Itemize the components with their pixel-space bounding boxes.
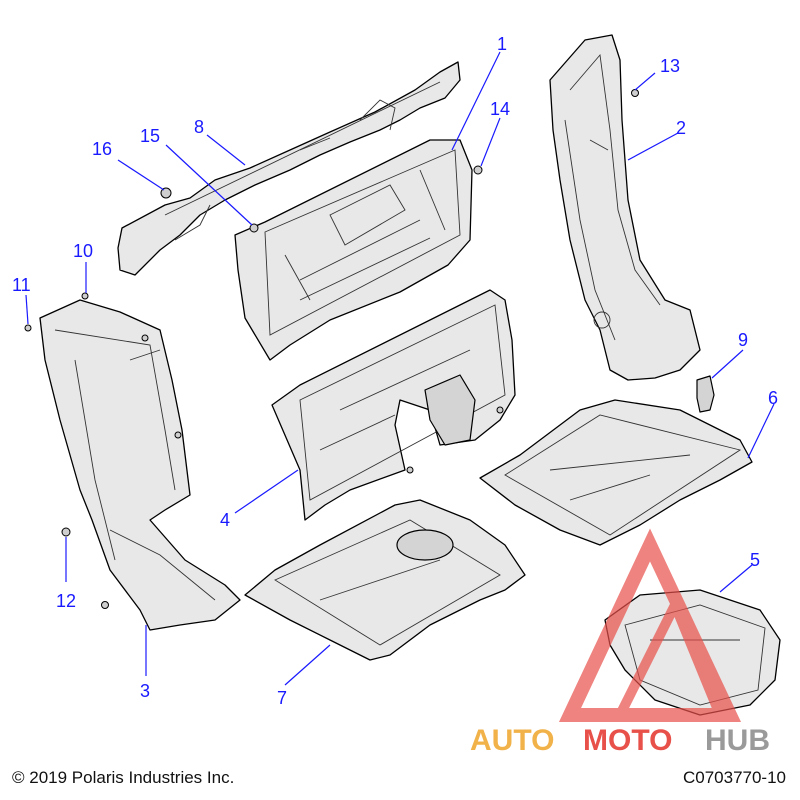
callout-16: 16 bbox=[92, 139, 112, 159]
callout-labels: 1 2 3 4 5 6 7 8 9 10 11 12 13 14 15 16 bbox=[12, 34, 778, 708]
callout-4: 4 bbox=[220, 510, 230, 530]
leader-lines bbox=[25, 51, 775, 686]
part-4-lower-panel bbox=[271, 289, 516, 521]
automotohub-watermark: AUTO MOTO HUB bbox=[470, 528, 770, 757]
watermark-auto: AUTO bbox=[470, 724, 554, 757]
callout-11: 11 bbox=[12, 275, 31, 295]
callout-2: 2 bbox=[676, 118, 686, 138]
callout-9: 9 bbox=[738, 330, 748, 350]
part-1-upper-panel bbox=[234, 139, 473, 361]
callout-15: 15 bbox=[140, 126, 160, 146]
part-7-center-floor bbox=[244, 499, 526, 661]
part-8-upper-crossbar bbox=[117, 61, 461, 276]
callout-3: 3 bbox=[140, 681, 150, 701]
watermark-hub: HUB bbox=[705, 724, 770, 757]
part-6-right-floor bbox=[479, 399, 753, 546]
watermark-moto: MOTO bbox=[583, 724, 672, 757]
callout-5: 5 bbox=[750, 550, 760, 570]
callout-7: 7 bbox=[277, 688, 287, 708]
callout-8: 8 bbox=[194, 117, 204, 137]
part-3-left-side-panel bbox=[39, 299, 241, 631]
fasteners bbox=[24, 89, 639, 609]
watermark-triangle-icon bbox=[558, 528, 742, 722]
callout-14: 14 bbox=[490, 99, 510, 119]
callout-10: 10 bbox=[73, 241, 93, 261]
copyright-notice: © 2019 Polaris Industries Inc. bbox=[12, 768, 235, 787]
part-9-bracket bbox=[696, 375, 715, 413]
callout-6: 6 bbox=[768, 388, 778, 408]
callout-13: 13 bbox=[660, 56, 680, 76]
drawing-code: C0703770-10 bbox=[682, 768, 786, 787]
callout-1: 1 bbox=[497, 34, 507, 54]
callout-12: 12 bbox=[56, 591, 76, 611]
part-2-right-side-panel bbox=[549, 34, 701, 381]
